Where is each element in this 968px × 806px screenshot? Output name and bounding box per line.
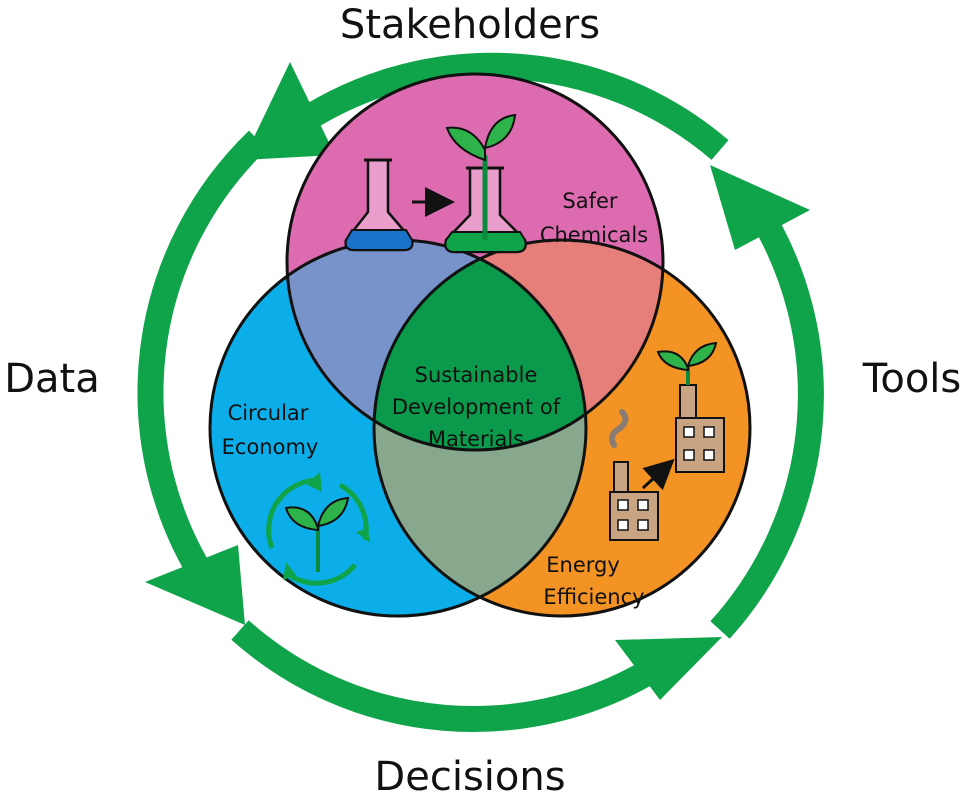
cycle-arrow-left (137, 130, 268, 587)
label-decisions: Decisions (374, 754, 565, 800)
smoking-factory-icon (609, 409, 659, 541)
test-tube-sprout-icon (444, 113, 527, 254)
cycle-arrows (137, 52, 824, 733)
label-center-3: Materials (428, 427, 524, 451)
factory-arrow-icon (641, 458, 675, 491)
label-energy-efficiency-1: Energy (546, 553, 620, 577)
label-center-2: Development of (392, 395, 561, 419)
label-data: Data (4, 356, 100, 402)
arrowhead-left (145, 545, 245, 625)
cycle-arrowheads (145, 62, 810, 700)
recycle-sprout-icon (266, 472, 370, 586)
cycle-arrow-top (282, 52, 729, 160)
cycle-arrow-bottom (231, 620, 667, 733)
label-stakeholders: Stakeholders (340, 2, 600, 48)
cycle-arrow-right (710, 197, 824, 639)
label-energy-efficiency-2: Efficiency (543, 585, 644, 609)
sprout-icon (284, 496, 350, 572)
label-safer-chemicals-1: Safer (562, 189, 618, 213)
green-factory-icon (656, 341, 725, 473)
label-safer-chemicals-2: Chemicals (540, 223, 648, 247)
label-circular-economy-1: Circular (228, 401, 309, 425)
flask-blue-icon (344, 158, 414, 252)
arrowhead-bottom (615, 637, 722, 700)
arrowhead-right (710, 165, 810, 250)
label-tools: Tools (862, 356, 962, 402)
arrowhead-top (243, 62, 335, 160)
label-circular-economy-2: Economy (222, 435, 319, 459)
label-center-1: Sustainable (415, 363, 538, 387)
